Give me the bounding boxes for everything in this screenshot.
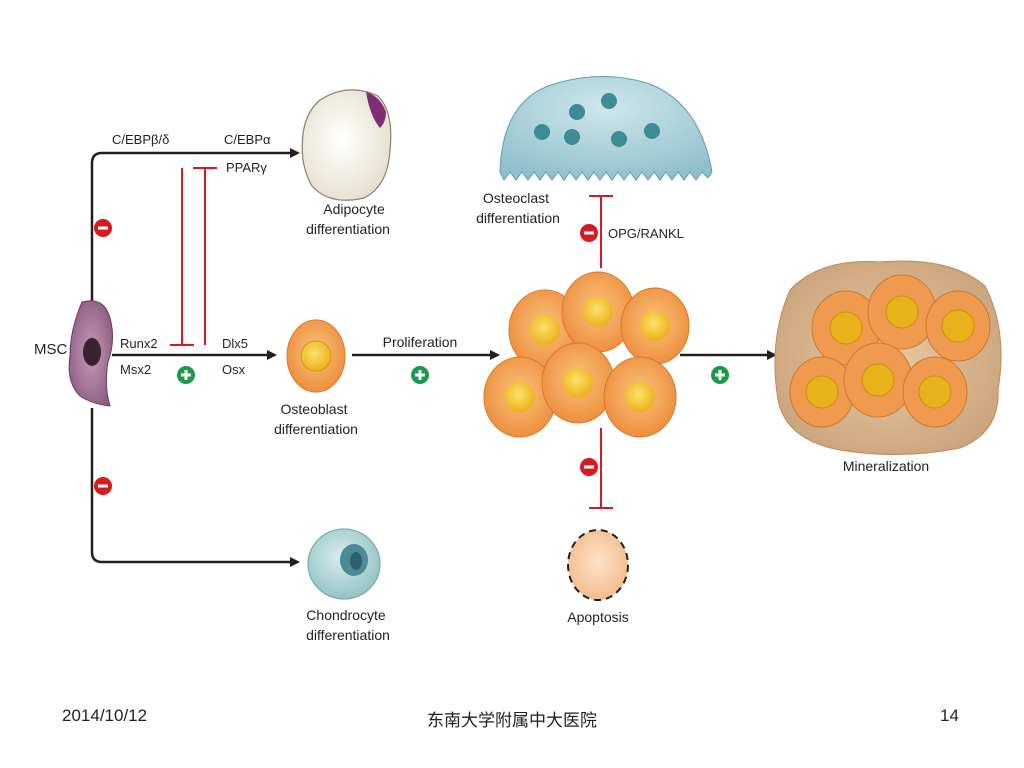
adipocyte-label: Adipocyte bbox=[323, 201, 385, 217]
plus-sign-icon bbox=[711, 366, 729, 384]
plus-sign-icon bbox=[411, 366, 429, 384]
msc-label: MSC bbox=[34, 341, 68, 358]
minus-sign-icon bbox=[94, 219, 112, 237]
msc-to-chondrocyte-arrow bbox=[90, 408, 300, 567]
slide-institution: 东南大学附属中大医院 bbox=[427, 711, 597, 730]
msc-to-adipocyte-arrow bbox=[90, 148, 300, 302]
adipocyte-differentiation-label: differentiation bbox=[306, 221, 390, 237]
apoptosis-label: Apoptosis bbox=[567, 609, 628, 625]
adipocyte-cell-icon bbox=[301, 89, 392, 201]
proliferation-label: Proliferation bbox=[383, 334, 458, 350]
dlx5-label: Dlx5 bbox=[222, 336, 248, 351]
osteoblast-cell-icon bbox=[286, 319, 346, 393]
cebp-alpha-label: C/EBPα bbox=[224, 132, 271, 147]
osteoclast-label: Osteoclast bbox=[483, 190, 549, 206]
runx2-label: Runx2 bbox=[120, 336, 158, 351]
chondrocyte-differentiation-label: differentiation bbox=[306, 627, 390, 643]
apoptosis-inhibition bbox=[589, 428, 613, 509]
chondrocyte-label: Chondrocyte bbox=[306, 607, 386, 623]
minus-sign-icon bbox=[580, 458, 598, 476]
msc-cell-icon bbox=[68, 300, 114, 407]
osteoblast-label: Osteoblast bbox=[281, 401, 348, 417]
minus-sign-icon bbox=[94, 477, 112, 495]
opg-rankl-inhibition bbox=[589, 195, 613, 268]
osteoblast-cluster-icon bbox=[483, 271, 690, 438]
cebp-beta-delta-label: C/EBPβ/δ bbox=[112, 132, 169, 147]
osteoclast-differentiation-label: differentiation bbox=[476, 210, 560, 226]
slide-date: 2014/10/12 bbox=[62, 706, 148, 725]
msx2-label: Msx2 bbox=[120, 362, 151, 377]
osteoblast-differentiation-label: differentiation bbox=[274, 421, 358, 437]
osx-label: Osx bbox=[222, 362, 246, 377]
opg-rankl-label: OPG/RANKL bbox=[608, 226, 684, 241]
ppar-inhibits-osteogenesis bbox=[193, 167, 217, 345]
mineralization-label: Mineralization bbox=[843, 458, 929, 474]
osteoclast-cell-icon bbox=[499, 75, 713, 181]
mineralized-bone-icon bbox=[774, 260, 1002, 456]
apoptotic-cell-icon bbox=[567, 529, 629, 601]
minus-sign-icon bbox=[580, 224, 598, 242]
slide-page-number: 14 bbox=[940, 706, 959, 725]
ppar-gamma-label: PPARγ bbox=[226, 160, 267, 175]
plus-sign-icon bbox=[177, 366, 195, 384]
runx2-inhibits-adipogenesis bbox=[170, 168, 194, 346]
chondrocyte-cell-icon bbox=[307, 528, 381, 600]
